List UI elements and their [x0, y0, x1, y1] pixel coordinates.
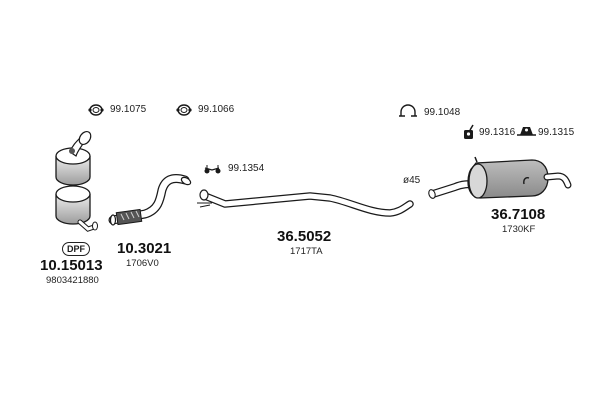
accessory-label-99-1066: 99.1066: [198, 104, 235, 115]
part-number-36-5052[interactable]: 36.5052: [277, 228, 332, 245]
accessory-label-99-1048: 99.1048: [424, 107, 461, 118]
part-number-10-3021[interactable]: 10.3021: [117, 240, 172, 257]
part-number-36-7108[interactable]: 36.7108: [491, 206, 546, 223]
part-ref-1706v0: 1706V0: [126, 258, 159, 269]
accessory-label-99-1075: 99.1075: [110, 104, 147, 115]
part-ref-1730kf: 1730KF: [502, 224, 536, 235]
dpf-badge: DPF: [62, 242, 90, 256]
dpf-upper-canister[interactable]: [55, 129, 93, 186]
middle-pipe-drawing[interactable]: [197, 189, 414, 217]
rear-silencer-drawing[interactable]: [428, 156, 572, 199]
accessory-label-99-1354: 99.1354: [228, 163, 265, 174]
diameter-label: ø45: [403, 175, 421, 186]
part-number-10-15013[interactable]: 10.15013: [40, 257, 103, 274]
accessory-label-99-1315: 99.1315: [538, 127, 575, 138]
clamp-ring-icon: [176, 104, 192, 116]
dpf-lower-canister[interactable]: [55, 185, 98, 232]
bolt-clamp-icon: [204, 165, 221, 174]
clamp-ring-icon: [88, 104, 104, 116]
accessory-label-99-1316: 99.1316: [479, 127, 516, 138]
u-clamp-icon: [399, 104, 417, 117]
front-pipe-drawing[interactable]: [108, 173, 192, 226]
part-ref-1717ta: 1717TA: [290, 246, 323, 257]
rubber-hanger-icon: [464, 124, 474, 139]
rubber-mount-icon: [517, 127, 536, 136]
part-ref-9803421880: 9803421880: [46, 275, 99, 286]
